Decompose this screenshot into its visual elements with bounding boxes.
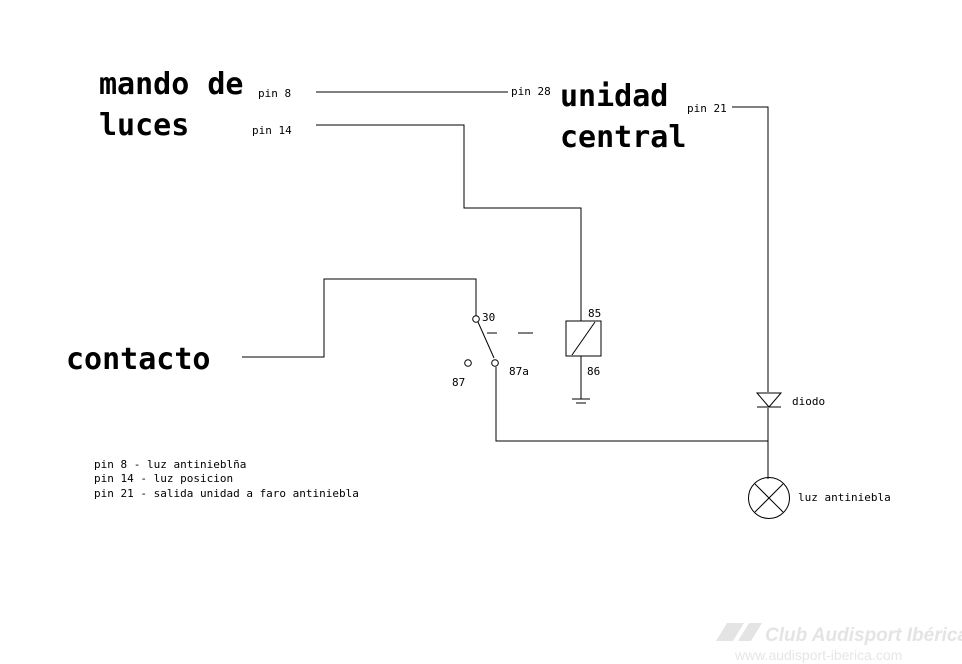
wire-pin14-to-relay-85: [316, 124, 582, 321]
relay-coil-box: [565, 320, 602, 357]
relay-terminal-87a: [491, 359, 499, 367]
unidad-central-label-line1: unidad: [560, 79, 668, 114]
wire-contacto-to-terminal-30: [242, 278, 477, 358]
contacto-label: contacto: [66, 342, 211, 377]
pin-28-label: pin 28: [511, 85, 551, 98]
relay-switch-contact: [477, 321, 495, 359]
pin-21-label: pin 21: [687, 102, 727, 115]
watermark-url: www.audisport-iberica.com: [734, 647, 902, 663]
terminal-87a-label: 87a: [509, 365, 529, 378]
terminal-86-label: 86: [587, 365, 600, 378]
fog-lamp-label: luz antiniebla: [798, 491, 891, 504]
relay-coil-diagonal: [571, 321, 596, 356]
terminal-85-label: 85: [588, 307, 601, 320]
unidad-central-label-line2: central: [560, 120, 686, 155]
pin-14-label: pin 14: [252, 124, 292, 137]
legend-line: pin 8 - luz antinieblña: [94, 458, 246, 471]
legend-line: pin 14 - luz posicion: [94, 472, 233, 485]
diode-symbol: [755, 392, 783, 408]
mando-de-luces-label-line1: mando de: [99, 67, 244, 102]
diode-label: diodo: [792, 395, 825, 408]
wire-87a-to-lamp: [495, 367, 768, 442]
terminal-30-label: 30: [482, 311, 495, 324]
legend-line: pin 21 - salida unidad a faro antiniebla: [94, 487, 359, 500]
wire-pin21-to-diode: [732, 106, 769, 392]
terminal-87-label: 87: [452, 376, 465, 389]
relay-terminal-30: [472, 315, 480, 323]
fog-lamp-symbol: [748, 477, 790, 519]
fog-lamp-cross-b: [754, 483, 784, 513]
pin-8-label: pin 8: [258, 87, 291, 100]
mando-de-luces-label-line2: luces: [99, 108, 189, 143]
relay-terminal-87: [464, 359, 472, 367]
watermark-title: Club Audisport Ibérica: [765, 625, 962, 646]
watermark-logo-icon: [716, 623, 762, 641]
